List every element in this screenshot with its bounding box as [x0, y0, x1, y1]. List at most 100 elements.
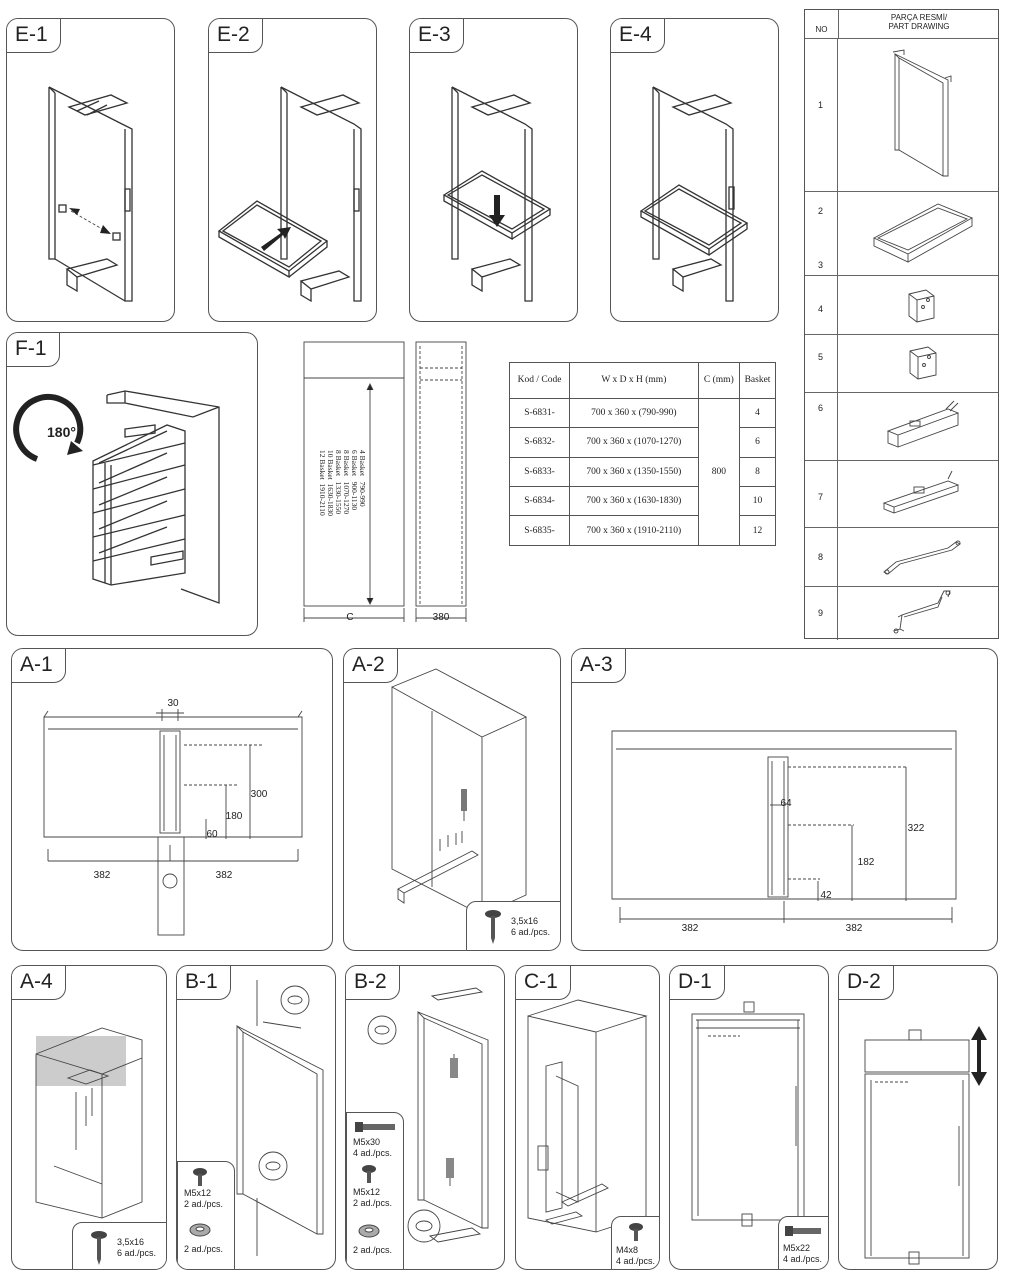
screw-size: 3,5x16: [117, 1237, 145, 1247]
bolt-icon: [785, 1226, 821, 1236]
spec-code: S-6832-: [508, 427, 571, 458]
bolt-qty: 4 ad./pcs.: [353, 1148, 393, 1158]
b1-drawing: [236, 980, 324, 1256]
part-number: 9: [818, 608, 824, 618]
screw-size: M5x12: [353, 1187, 381, 1197]
e2-drawing: [217, 86, 362, 303]
panel-b2: M5x30 4 ad./pcs. M5x12 2 ad./pcs. 2 ad./…: [345, 965, 505, 1270]
a4-drawing: [35, 1027, 143, 1219]
washer-qty: 2 ad./pcs.: [353, 1245, 393, 1255]
screw-qty: 4 ad./pcs.: [783, 1254, 823, 1264]
washer-icon: [189, 1223, 211, 1237]
dim-h2: 182: [858, 857, 875, 868]
cabinet-width-label: C: [346, 612, 353, 623]
screw-callout: M5x30 4 ad./pcs. M5x12 2 ad./pcs. 2 ad./…: [346, 1112, 404, 1269]
spec-size: 700 x 360 x (1350-1550): [569, 456, 699, 487]
panel-label: E-3: [410, 19, 464, 53]
screw-qty: 2 ad./pcs.: [184, 1199, 224, 1209]
screw-callout: 3,5x16 6 ad./pcs.: [466, 901, 560, 950]
part-number: 4: [818, 304, 824, 314]
dim-right: 382: [846, 923, 863, 934]
panel-e4: E-4: [610, 18, 779, 322]
a1-drawing: 30 300 180 60 382 382: [43, 698, 303, 936]
panel-label: C-1: [516, 966, 571, 1000]
top-rail-icon: [886, 400, 960, 448]
screw-callout: M5x22 4 ad./pcs.: [778, 1216, 828, 1269]
spec-c-value: 800: [697, 397, 740, 547]
d1-drawing: [691, 1001, 805, 1227]
panel-e2: E-2: [208, 18, 377, 322]
parts-row-2-3: 2 3: [805, 192, 998, 276]
d2-drawing: [864, 1026, 987, 1265]
rotation-label: 180°: [47, 424, 76, 440]
spec-header-size: W x D x H (mm): [569, 362, 699, 399]
panel-label: F-1: [7, 333, 60, 367]
dim-h1: 322: [908, 823, 925, 834]
screw-size: M4x8: [616, 1245, 639, 1255]
bolt-size: M5x30: [353, 1137, 381, 1147]
spec-size: 700 x 360 x (1630-1830): [569, 485, 699, 517]
cabinet-dimension-drawing: C 380: [303, 341, 467, 623]
panel-c1: M4x8 4 ad./pcs. C-1: [515, 965, 660, 1270]
panel-e3: E-3: [409, 18, 578, 322]
dim-h3: 60: [206, 829, 218, 840]
screw-icon: [193, 1168, 207, 1186]
parts-row-4: 4: [805, 276, 998, 335]
screw-qty: 6 ad./pcs.: [117, 1248, 157, 1258]
dim-h3: 42: [820, 890, 832, 901]
part-number: 8: [818, 552, 824, 562]
panel-label: A-1: [12, 649, 66, 683]
screw-callout: M5x12 2 ad./pcs. 2 ad./pcs.: [177, 1161, 235, 1269]
panel-label: A-4: [12, 966, 66, 1000]
parts-row-1: 1: [805, 38, 998, 192]
e3-drawing: [442, 86, 552, 302]
spec-row: S-6835- 700 x 360 x (1910-2110) 12: [508, 515, 777, 546]
screw-size: 3,5x16: [511, 916, 539, 926]
spec-basket: 12: [738, 515, 777, 546]
dim-h1: 300: [251, 789, 268, 800]
dim-h2: 180: [226, 811, 243, 822]
header-no: NO: [805, 10, 839, 38]
panel-d1: M5x22 4 ad./pcs. D-1: [669, 965, 829, 1270]
parts-row-5: 5: [805, 335, 998, 393]
panel-label: B-1: [177, 966, 231, 1000]
screw-qty: 2 ad./pcs.: [353, 1198, 393, 1208]
panel-label: D-2: [839, 966, 894, 1000]
spec-basket: 10: [738, 485, 777, 517]
spec-basket: 6: [738, 427, 777, 458]
frame-part-icon: [892, 49, 952, 177]
spec-code: S-6835-: [508, 515, 571, 546]
part-number: 5: [818, 352, 824, 362]
panel-a3: 64 322 182 42 382 382 A-3: [571, 648, 998, 951]
dim-left: 382: [94, 870, 111, 881]
panel-a2: 3,5x16 6 ad./pcs. A-2: [343, 648, 561, 951]
dim-top: 30: [167, 698, 179, 709]
spec-row: S-6832- 700 x 360 x (1070-1270) 6: [508, 427, 777, 458]
spec-header-code: Kod / Code: [508, 362, 571, 399]
spec-row: S-6833- 700 x 360 x (1350-1550) 8: [508, 456, 777, 487]
basket-part-icon: [872, 203, 974, 263]
panel-label: A-2: [344, 649, 398, 683]
dim-left: 382: [682, 923, 699, 934]
parts-table: NO PARÇA RESMİ/ PART DRAWING 1 2 3: [804, 9, 1000, 640]
header-part-drawing: PARÇA RESMİ/ PART DRAWING: [838, 13, 1000, 31]
u-handle-icon: [893, 590, 951, 634]
spec-row: S-6831- 700 x 360 x (790-990) 800 4: [508, 397, 777, 547]
spec-size: 700 x 360 x (1910-2110): [569, 515, 699, 546]
panel-label: D-1: [670, 966, 725, 1000]
part-number: 7: [818, 492, 824, 502]
spec-row: S-6834- 700 x 360 x (1630-1830) 10: [508, 485, 777, 517]
panel-label: E-1: [7, 19, 61, 53]
spec-size: 700 x 360 x (790-990): [569, 397, 699, 429]
parts-row-9: 9: [805, 587, 998, 640]
screw-callout: 3,5x16 6 ad./pcs.: [72, 1222, 166, 1269]
part-number: 3: [818, 260, 824, 270]
bottom-rail-icon: [882, 470, 960, 514]
e4-drawing: [639, 86, 749, 302]
screw-icon: [91, 1231, 107, 1265]
panel-d2: D-2: [838, 965, 998, 1270]
spec-code: S-6831-: [508, 397, 571, 429]
screw-size: M5x22: [783, 1243, 811, 1253]
dim-right: 382: [216, 870, 233, 881]
screw-icon: [629, 1223, 643, 1241]
